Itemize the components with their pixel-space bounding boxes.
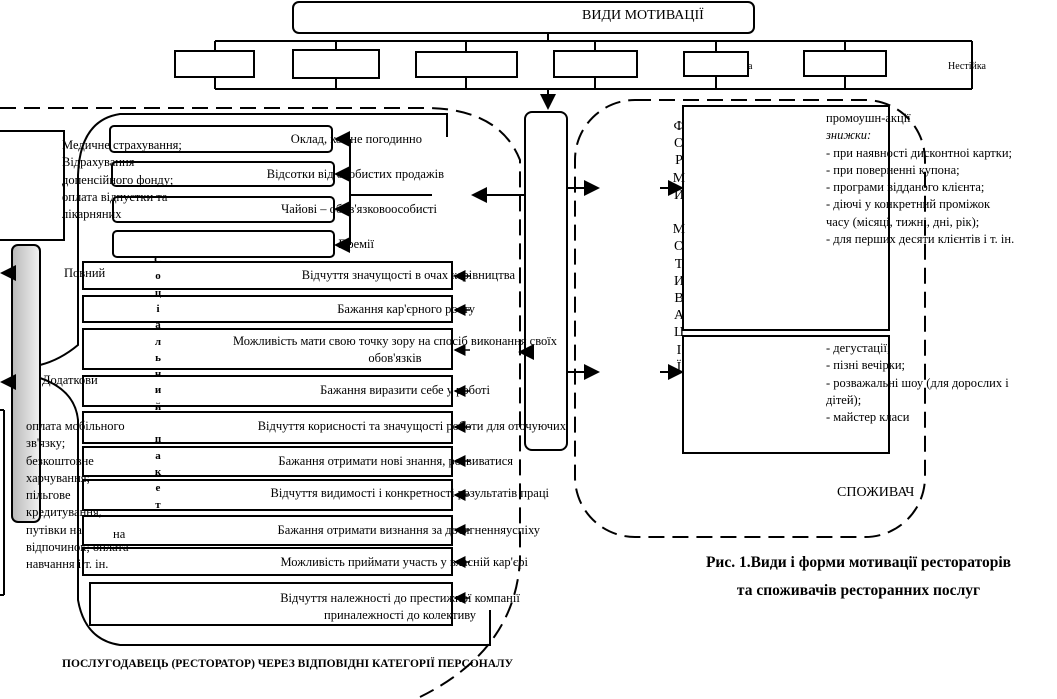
social-package-letter: к bbox=[154, 465, 162, 478]
forms-letter: М bbox=[672, 222, 686, 238]
social-package-letter: а bbox=[155, 319, 161, 332]
forms-letter: Ї bbox=[676, 359, 682, 375]
discount-item: - діючі у конкретний проміжок часу (міся… bbox=[826, 197, 991, 229]
diagram-title: ВИДИ МОТИВАЦІЇ bbox=[582, 8, 704, 23]
title-box bbox=[292, 1, 755, 34]
event-item: - дегустації; bbox=[826, 341, 891, 355]
moral-item: Бажання отримати визнання за досягненняу… bbox=[277, 523, 540, 537]
forms-letter: В bbox=[674, 291, 684, 306]
forms-letter: І bbox=[676, 342, 682, 358]
full-package-label: Повний bbox=[64, 266, 106, 280]
moral-item: Бажання кар'єрного росту bbox=[337, 302, 475, 316]
moral-item: Можливість мати свою точку зору на спосі… bbox=[232, 334, 558, 366]
extra-fragment: на bbox=[113, 527, 126, 541]
events-list: - дегустації; - пізні вечірки; - розважаль… bbox=[826, 340, 1016, 426]
discount-item: - програми відданого клієнта; bbox=[826, 180, 985, 195]
provider-label: ПОСЛУГОДАВЕЦЬ (РЕСТОРАТОР) ЧЕРЕЗ ВІДПОВІ… bbox=[62, 658, 514, 670]
forms-letter: И bbox=[673, 273, 685, 289]
forms-letter: А bbox=[673, 308, 685, 324]
money-item: Чайові – обов'язковоособисті bbox=[281, 202, 437, 216]
moral-item: Відчуття видимості і конкретності резуль… bbox=[270, 486, 549, 500]
moral-item: Бажання отримати нові знання, розвиватис… bbox=[278, 454, 513, 468]
extra-benefits-text: оплата мобільного зв'язку; безкоштовне х… bbox=[26, 419, 129, 572]
forms-letter: О bbox=[673, 239, 685, 255]
consumer-label: СПОЖИВАЧ bbox=[837, 485, 915, 500]
event-item: - розважальні шоу (для дорослих і дітей)… bbox=[826, 375, 1009, 407]
discount-list: - при наявності дисконтноі картки; - при … bbox=[826, 145, 1016, 249]
additional-package-label: Додаткови bbox=[42, 373, 98, 387]
social-package-letter: н bbox=[154, 368, 162, 381]
event-item: - майстер класи bbox=[826, 410, 910, 425]
social-package-letter: ц bbox=[154, 286, 162, 299]
forms-letter: О bbox=[673, 136, 685, 152]
forms-letter: Ц bbox=[673, 325, 685, 341]
type-label-partial: а bbox=[748, 61, 753, 72]
money-item: Оклад, кожне погодинно bbox=[290, 132, 422, 146]
promo-block: промоушн-акції знижки: - при наявності д… bbox=[826, 110, 1016, 248]
moral-item: Бажання виразити себе у роботі bbox=[320, 383, 490, 397]
forms-letter: Т bbox=[674, 256, 684, 272]
discount-item: - для перших десяти клієнтів і т. ін. bbox=[826, 232, 1015, 247]
social-package-letter: а bbox=[155, 449, 161, 462]
social-package-letter: і bbox=[156, 302, 160, 315]
social-package-letter: е bbox=[155, 482, 161, 495]
money-item: Премії bbox=[338, 237, 374, 251]
event-item: - пізні вечірки; bbox=[826, 358, 905, 373]
social-package-letter: т bbox=[155, 498, 161, 511]
discounts-title: знижки: bbox=[826, 128, 872, 143]
moral-item: Відчуття значущості в очах керівництва bbox=[301, 268, 515, 282]
social-package-letter: й bbox=[154, 400, 162, 413]
forms-letter: М bbox=[672, 170, 686, 186]
figure-caption-line2: та споживачів ресторанних послуг bbox=[736, 582, 981, 599]
forms-letter: Ф bbox=[673, 119, 685, 134]
social-package-letter: о bbox=[155, 270, 161, 283]
social-package-letter: п bbox=[154, 433, 162, 446]
discount-item: - при поверненні купона; bbox=[826, 162, 960, 177]
medical-benefits-text: Медичне страхування; Відрахування допенс… bbox=[62, 138, 182, 222]
forms-letter: Р bbox=[675, 153, 683, 169]
social-package-letter: С bbox=[154, 254, 162, 266]
discount-item: - при наявності дисконтноі картки; bbox=[826, 145, 1012, 160]
social-package-letter: и bbox=[154, 384, 162, 397]
forms-letter: И bbox=[673, 187, 685, 203]
moral-item: Відчуття корисності та значущості роботи… bbox=[257, 419, 566, 433]
figure-caption-line1: Рис. 1.Види і форми мотивації ресторатор… bbox=[705, 554, 1012, 571]
promo-title: промоушн-акції bbox=[826, 111, 911, 125]
money-item: Відсотки від особистих продажів bbox=[266, 167, 444, 181]
type-label-unstable: Нестійка bbox=[948, 61, 986, 72]
social-package-letter: ь bbox=[155, 351, 161, 364]
social-package-letter: л bbox=[154, 335, 162, 348]
moral-item: Можливість приймати участь у власній кар… bbox=[280, 555, 528, 569]
moral-item: Відчуття належності до престижної компан… bbox=[280, 591, 520, 623]
